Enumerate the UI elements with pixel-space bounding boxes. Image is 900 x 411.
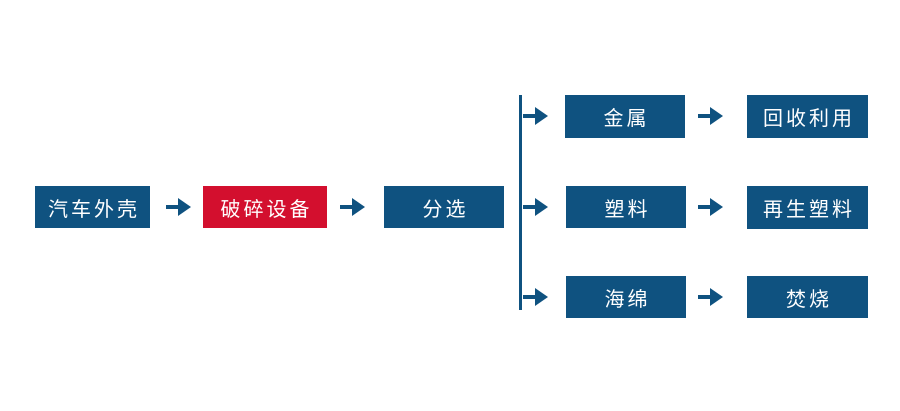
node-crushing-equipment: 破碎设备	[203, 186, 327, 228]
node-plastic: 塑料	[566, 186, 686, 228]
arrow-right-icon	[166, 198, 191, 216]
node-metal: 金属	[565, 95, 685, 138]
node-incineration: 焚烧	[747, 276, 868, 318]
node-recycling: 回收利用	[747, 95, 868, 138]
node-sponge: 海绵	[566, 276, 686, 318]
arrow-right-icon	[698, 107, 723, 125]
node-sorting: 分选	[384, 186, 504, 228]
arrow-right-icon	[698, 288, 723, 306]
branch-connector-line	[519, 95, 522, 310]
arrow-right-icon	[523, 107, 548, 125]
arrow-right-icon	[523, 288, 548, 306]
arrow-right-icon	[340, 198, 365, 216]
node-recycled-plastic: 再生塑料	[747, 186, 868, 229]
node-car-shell: 汽车外壳	[35, 186, 150, 228]
arrow-right-icon	[698, 198, 723, 216]
arrow-right-icon	[523, 198, 548, 216]
